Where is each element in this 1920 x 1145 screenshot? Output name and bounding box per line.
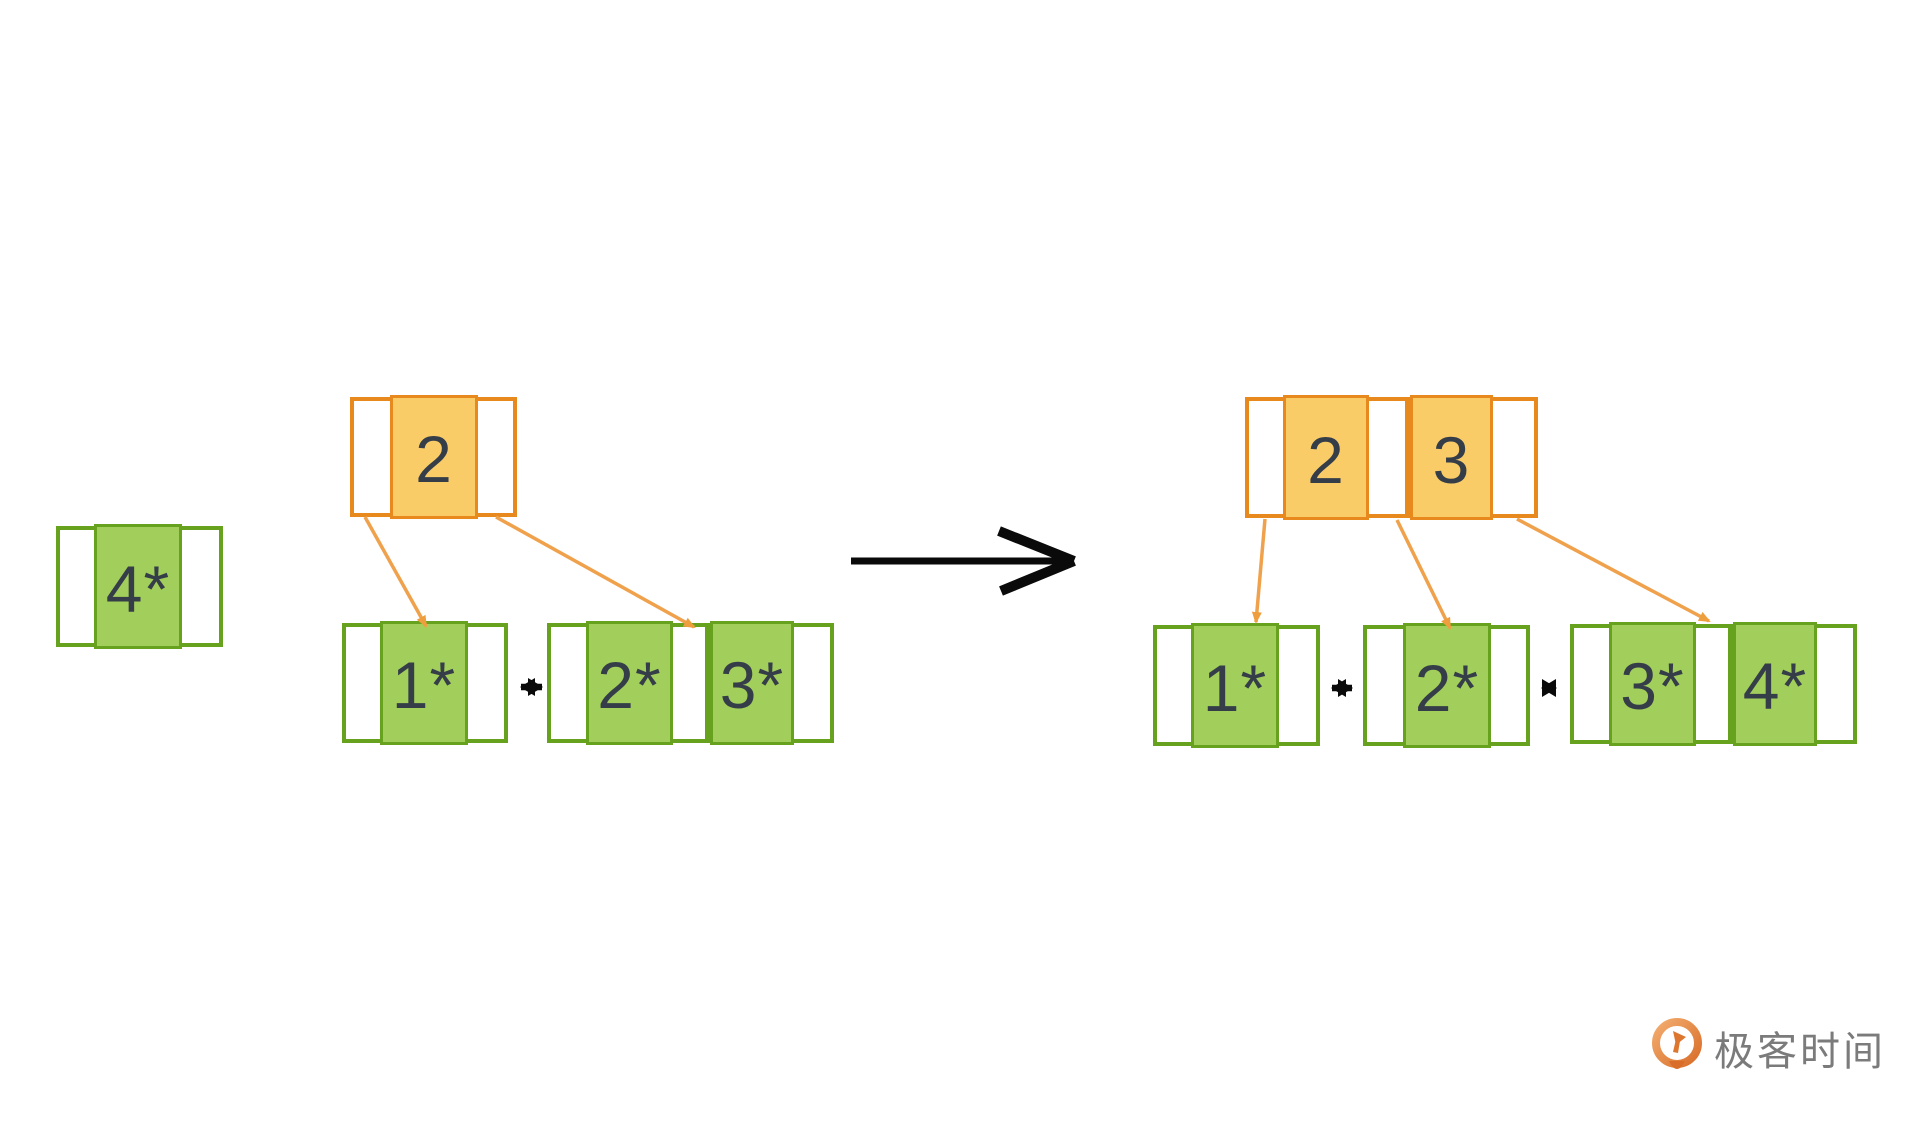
geektime-logo-icon bbox=[1652, 1018, 1702, 1069]
empty-slot bbox=[1367, 629, 1403, 742]
after-leaf3-node: 3* 4* bbox=[1570, 622, 1857, 746]
parent-child-connector-line bbox=[1516, 517, 1711, 623]
before-root-node: 2 bbox=[350, 395, 517, 519]
record-cell: 4* bbox=[1733, 622, 1817, 746]
record-cell: 1* bbox=[1191, 623, 1279, 748]
standalone-leaf-node: 4* bbox=[56, 524, 223, 649]
record-cell: 4* bbox=[94, 524, 182, 649]
node-divider bbox=[705, 627, 710, 739]
parent-child-connector-line bbox=[495, 515, 696, 629]
after-leaf1-node: 1* bbox=[1153, 623, 1320, 748]
after-root-node: 2 3 bbox=[1245, 395, 1538, 520]
empty-slot bbox=[1279, 629, 1316, 742]
parent-child-connector-line bbox=[1395, 519, 1452, 630]
node-divider bbox=[1728, 628, 1733, 740]
empty-slot bbox=[346, 627, 380, 739]
empty-slot bbox=[551, 627, 586, 739]
geektime-brand-text: 极客时间 bbox=[1714, 1030, 1886, 1074]
before-left-leaf-node: 1* bbox=[342, 621, 508, 745]
empty-slot bbox=[1157, 629, 1191, 742]
index-key-cell: 2 bbox=[390, 395, 478, 519]
record-cell: 1* bbox=[380, 621, 468, 745]
empty-slot bbox=[1491, 629, 1526, 742]
empty-slot bbox=[794, 627, 830, 739]
empty-slot bbox=[60, 530, 94, 643]
record-cell: 2* bbox=[1403, 623, 1491, 748]
parent-child-connector-line bbox=[1251, 518, 1267, 624]
record-cell: 2* bbox=[586, 621, 673, 745]
empty-slot bbox=[1817, 628, 1853, 740]
geektime-logo: 极客时间 bbox=[1652, 1018, 1886, 1078]
parent-child-connector-line bbox=[363, 516, 428, 628]
pointer-slot bbox=[1249, 401, 1283, 514]
pointer-slot bbox=[478, 401, 513, 513]
pointer-slot bbox=[1369, 401, 1405, 514]
before-right-leaf-node: 2* 3* bbox=[547, 621, 834, 745]
record-cell: 3* bbox=[710, 621, 794, 745]
empty-slot bbox=[182, 530, 219, 643]
pointer-slot bbox=[1493, 401, 1534, 514]
empty-slot bbox=[673, 627, 705, 739]
node-divider bbox=[1405, 401, 1410, 514]
index-key-cell: 2 bbox=[1283, 395, 1369, 520]
record-cell: 3* bbox=[1609, 622, 1696, 746]
empty-slot bbox=[1696, 628, 1728, 740]
after-leaf2-node: 2* bbox=[1363, 623, 1530, 748]
index-key-cell: 3 bbox=[1410, 395, 1493, 520]
pointer-slot bbox=[354, 401, 390, 513]
empty-slot bbox=[1574, 628, 1609, 740]
empty-slot bbox=[468, 627, 504, 739]
transform-arrow-icon bbox=[851, 526, 1076, 596]
